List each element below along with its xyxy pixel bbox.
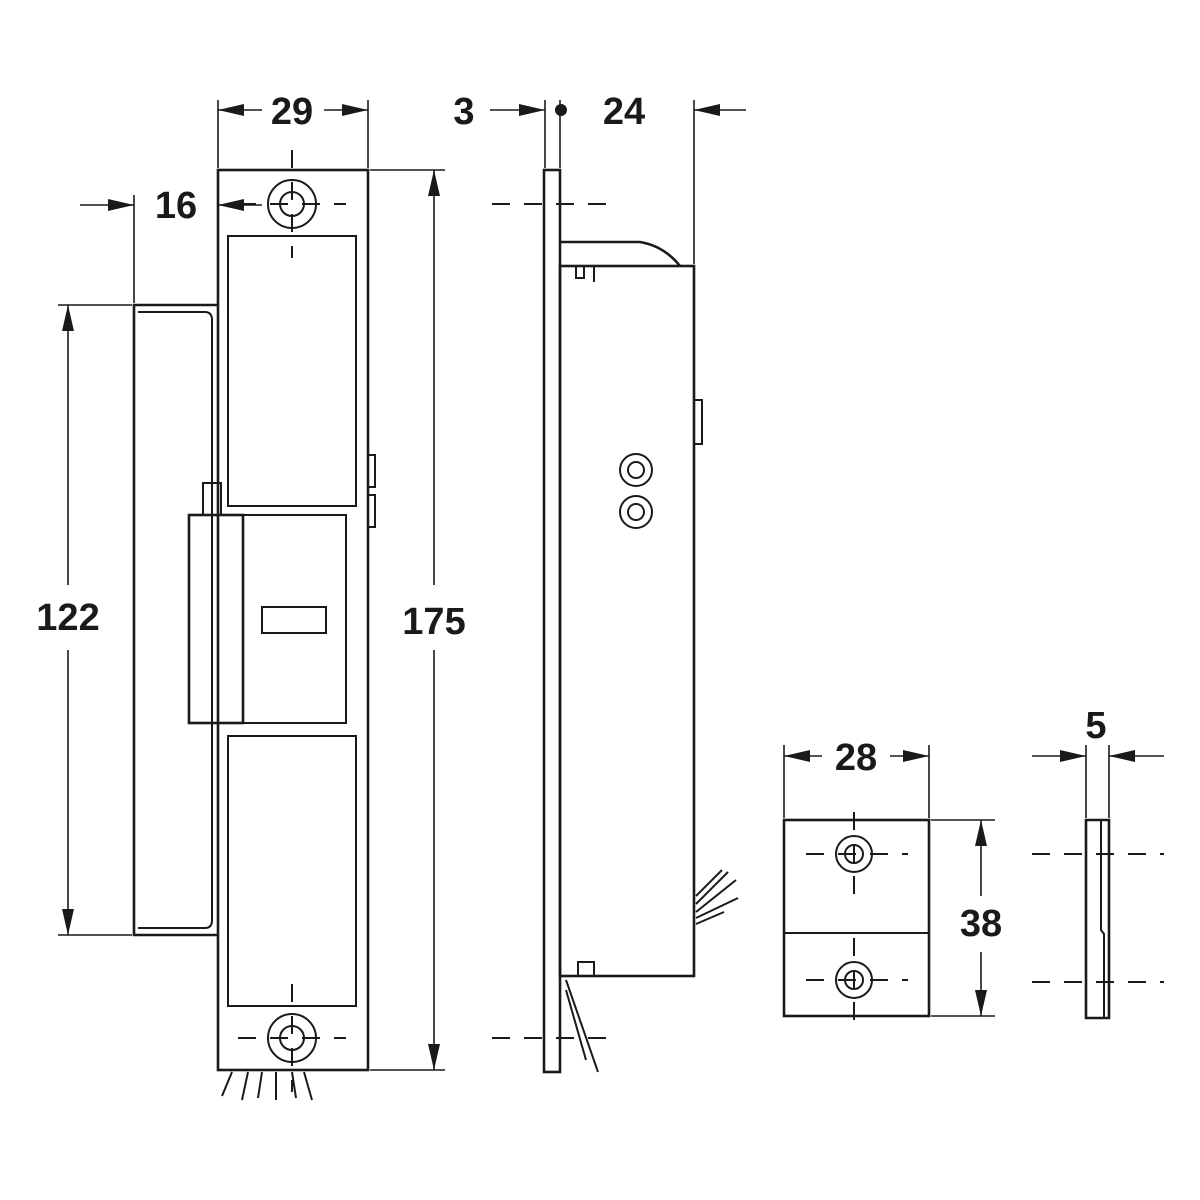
side-view: 3 24 bbox=[453, 91, 746, 1074]
front-latch-block bbox=[187, 513, 245, 725]
dim-keeper-thickness: 5 bbox=[1085, 705, 1106, 747]
side-wires bbox=[565, 869, 739, 1073]
dim-front-total-height: 175 bbox=[402, 601, 465, 643]
front-side-tab-1 bbox=[367, 454, 376, 488]
dim-side-plate: 3 bbox=[453, 91, 474, 133]
keeper-plate bbox=[782, 818, 931, 1018]
keeper-side-profile bbox=[1084, 818, 1111, 1020]
dim-side-depth: 24 bbox=[603, 91, 645, 133]
front-upper-window bbox=[227, 235, 357, 507]
dim-front-width: 29 bbox=[271, 91, 313, 133]
front-latch-plate bbox=[242, 514, 347, 724]
front-latch-pin bbox=[202, 482, 222, 516]
front-view: 29 16 122 175 bbox=[36, 91, 466, 1101]
front-wires bbox=[221, 1071, 313, 1101]
dim-keeper-width: 28 bbox=[835, 737, 877, 779]
keeper-side-view: 5 bbox=[1032, 705, 1164, 1020]
front-faceplate bbox=[216, 168, 370, 1072]
dim-keeper-height: 38 bbox=[960, 903, 1002, 945]
dim-front-body-height: 122 bbox=[36, 597, 99, 639]
front-body-inner bbox=[138, 311, 213, 929]
front-side-tab-2 bbox=[367, 494, 376, 528]
front-latch-slot bbox=[261, 606, 327, 634]
front-body-outline bbox=[132, 303, 218, 937]
side-top-bump bbox=[560, 240, 682, 267]
dim-front-offset: 16 bbox=[155, 185, 197, 227]
front-lower-window bbox=[227, 735, 357, 1007]
keeper-front-view: 28 38 bbox=[782, 737, 1002, 1024]
side-screws bbox=[619, 453, 653, 529]
side-body bbox=[558, 264, 696, 978]
side-plate bbox=[542, 168, 562, 1074]
